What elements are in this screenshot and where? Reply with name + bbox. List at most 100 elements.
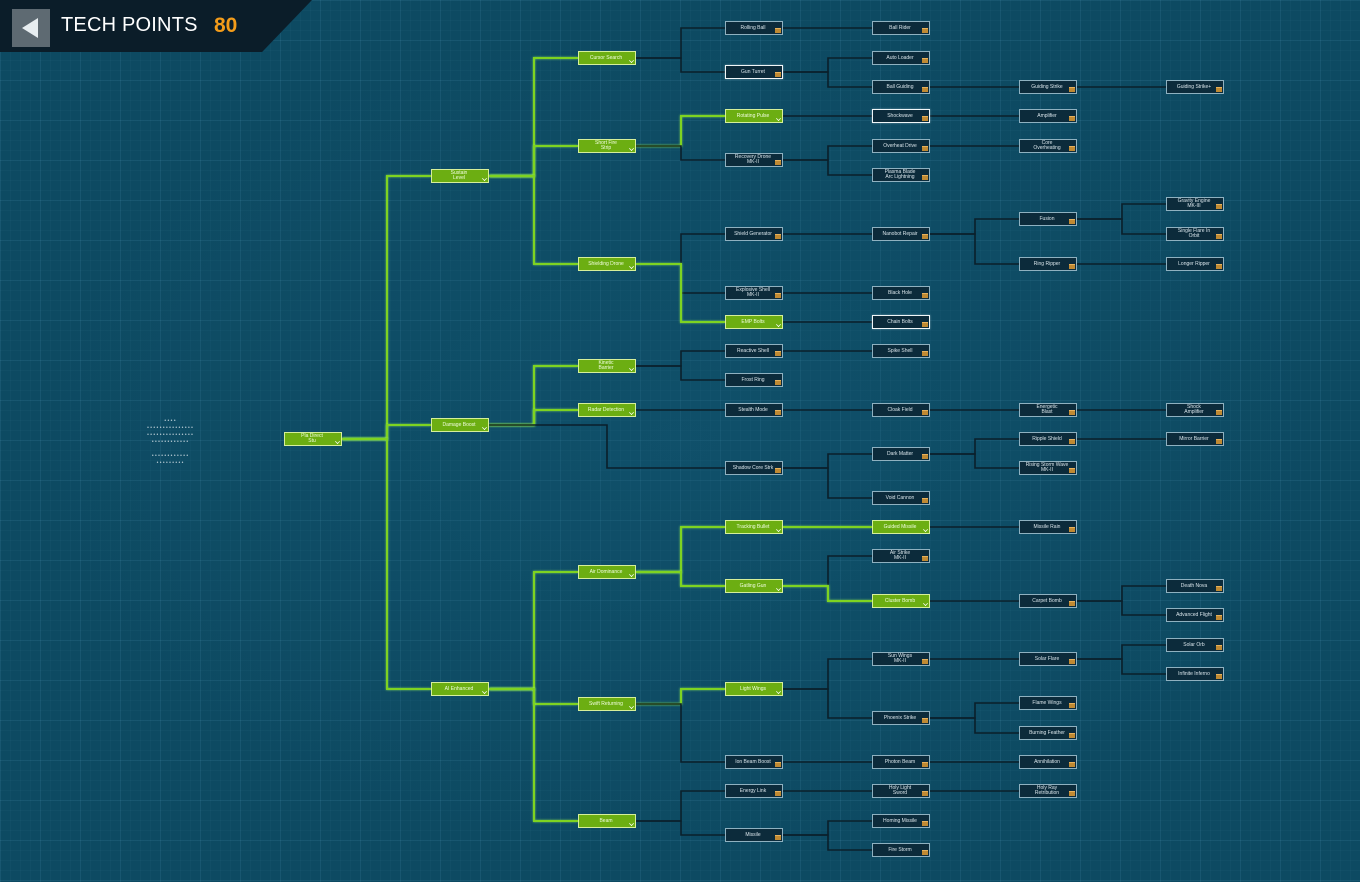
tech-node-b3a1[interactable]: Ripple Shield <box>1019 432 1077 446</box>
tech-node-label: Phoenix Strike <box>883 714 917 721</box>
tech-node-b1b[interactable]: Frost Ring <box>725 373 783 387</box>
tech-node-c1b2a[interactable]: Carpet Bomb <box>1019 594 1077 608</box>
tech-node-label: Nanobot Repair <box>882 230 918 237</box>
tech-node-a1b1[interactable]: Auto Loader <box>872 51 930 65</box>
tech-node-a1b2a[interactable]: Guiding Strike <box>1019 80 1077 94</box>
tech-node-c2a2b[interactable]: Burning Feather <box>1019 726 1077 740</box>
tech-node-label: Reactive Shell <box>737 347 769 354</box>
tech-node-a1b2[interactable]: Ball Guiding <box>872 80 930 94</box>
connector-c1b2a1 <box>1077 585 1166 602</box>
tech-node-c3b[interactable]: Missile <box>725 828 783 842</box>
tech-node-c3a[interactable]: Energy Link <box>725 784 783 798</box>
tech-node-a3a[interactable]: Shield Generator <box>725 227 783 241</box>
connector-c1b <box>636 571 725 587</box>
tech-node-c1b[interactable]: Gatling Gun <box>725 579 783 593</box>
tech-node-b3a[interactable]: Dark Matter <box>872 447 930 461</box>
connector-b1a <box>636 350 725 367</box>
tech-node-a3b1[interactable]: Black Hole <box>872 286 930 300</box>
tech-node-label: Beam <box>599 817 613 824</box>
tech-node-c1[interactable]: Air Dominance <box>578 565 636 579</box>
tech-node-c2a1a[interactable]: Solar Flare <box>1019 652 1077 666</box>
tech-node-b2[interactable]: Radar Detection <box>578 403 636 417</box>
back-arrow-icon[interactable] <box>12 9 50 47</box>
tech-node-a2a[interactable]: Rotating Pulse <box>725 109 783 123</box>
tech-node-b1a1[interactable]: Spike Shell <box>872 344 930 358</box>
tech-node-c1a1a[interactable]: Missile Rain <box>1019 520 1077 534</box>
tech-node-c2b1[interactable]: Photon Beam <box>872 755 930 769</box>
tech-node-a3a1b1[interactable]: Longer Ripper <box>1166 257 1224 271</box>
tech-node-c2a[interactable]: Light Wings <box>725 682 783 696</box>
tech-node-b[interactable]: Damage Boost <box>431 418 489 432</box>
tech-node-b3a1a[interactable]: Mirror Barrier <box>1166 432 1224 446</box>
tech-node-label: Frost Ring <box>741 376 765 383</box>
tech-node-a3a1a[interactable]: Fusion <box>1019 212 1077 226</box>
tech-node-c1a[interactable]: Tracking Bullet <box>725 520 783 534</box>
tech-node-b2a1[interactable]: Cloak Field <box>872 403 930 417</box>
tech-node-b3[interactable]: Shadow Core Strk <box>725 461 783 475</box>
connector-b2 <box>489 409 578 426</box>
tech-node-a1a[interactable]: Rolling Ball <box>725 21 783 35</box>
connector-a2b2 <box>783 159 872 176</box>
tech-node-a1[interactable]: Cursor Search <box>578 51 636 65</box>
tech-node-a2a1[interactable]: Shockwave <box>872 109 930 123</box>
tech-node-c3[interactable]: Beam <box>578 814 636 828</box>
tech-node-label: Ball Rider <box>889 24 911 31</box>
tech-node-a3a1b[interactable]: Ring Ripper <box>1019 257 1077 271</box>
tech-node-a1a1[interactable]: Ball Rider <box>872 21 930 35</box>
tech-node-c[interactable]: AI Enhanced <box>431 682 489 696</box>
tech-node-label: Rolling Ball <box>740 24 766 31</box>
tech-node-label: Black Hole <box>888 289 912 296</box>
tech-node-c2a1a2[interactable]: Infinite Inferno <box>1166 667 1224 681</box>
tech-node-c2[interactable]: Swift Returning <box>578 697 636 711</box>
tech-node-c1b2[interactable]: Cluster Bomb <box>872 594 930 608</box>
tech-node-b2a[interactable]: Stealth Mode <box>725 403 783 417</box>
tech-node-label: Infinite Inferno <box>1178 670 1210 677</box>
tech-node-c1a1[interactable]: Guided Missile <box>872 520 930 534</box>
tech-node-a3c[interactable]: EMP Bolts <box>725 315 783 329</box>
tech-node-c1b2a1[interactable]: Death Nova <box>1166 579 1224 593</box>
connector-c3b <box>636 820 725 836</box>
tech-node-c2a2[interactable]: Phoenix Strike <box>872 711 930 725</box>
connector-c2a1a1 <box>1077 644 1166 660</box>
tech-node-label: Ripple Shield <box>1032 435 1062 442</box>
tech-node-c1b2a2[interactable]: Advanced Flight <box>1166 608 1224 622</box>
tech-node-c2a2a[interactable]: Flame Wings <box>1019 696 1077 710</box>
tech-node-c2a1a1[interactable]: Solar Orb <box>1166 638 1224 652</box>
tech-node-a2b1[interactable]: Overheat Drive <box>872 139 930 153</box>
tech-node-a1b[interactable]: Gun Turret <box>725 65 783 79</box>
tech-node-b3b[interactable]: Void Cannon <box>872 491 930 505</box>
tech-node-c2b1a[interactable]: Annihilation <box>1019 755 1077 769</box>
tech-node-c2b[interactable]: Ion Beam Boost <box>725 755 783 769</box>
tech-node-c3b1[interactable]: Homing Missile <box>872 814 930 828</box>
tech-node-label: Flame Wings <box>1032 699 1062 706</box>
tech-node-label: Shadow Core Strk <box>732 464 774 471</box>
tech-node-label: Photon Beam <box>884 758 916 765</box>
tech-node-label: Shielding Drone <box>588 260 624 267</box>
tech-node-a3[interactable]: Shielding Drone <box>578 257 636 271</box>
tech-node-b1a[interactable]: Reactive Shell <box>725 344 783 358</box>
tech-node-label: Advanced Flight <box>1176 611 1212 618</box>
tech-node-a3c1[interactable]: Chain Bolts <box>872 315 930 329</box>
tech-node-c3b2[interactable]: Fire Storm <box>872 843 930 857</box>
tech-node-a3a1[interactable]: Nanobot Repair <box>872 227 930 241</box>
tech-node-a2a1a[interactable]: Amplifier <box>1019 109 1077 123</box>
tech-node-a1b2a1[interactable]: Guiding Strike+ <box>1166 80 1224 94</box>
